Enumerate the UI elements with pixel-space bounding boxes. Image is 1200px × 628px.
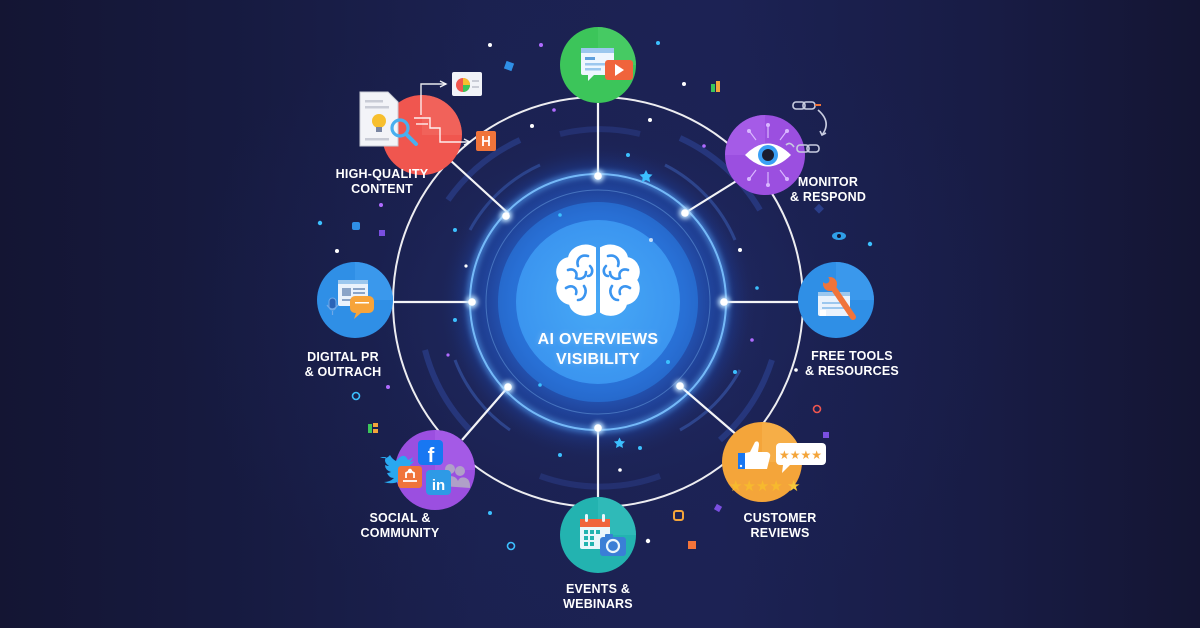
spoke-dots <box>466 170 730 434</box>
label-social-community: SOCIAL & COMMUNITY <box>360 511 440 540</box>
wrench-icon <box>818 276 856 320</box>
confetti-particles <box>317 41 873 551</box>
node-free-tools[interactable] <box>798 262 874 338</box>
node-digital-pr[interactable] <box>317 262 393 338</box>
svg-text:★★★★: ★★★★ <box>729 477 783 495</box>
center-title-line2: VISIBILITY <box>556 351 640 368</box>
label-events-webinars: EVENTS & WEBINARS <box>563 582 633 611</box>
node-customer-reviews[interactable]: ★★★★ ★★★★ ★ <box>722 422 826 502</box>
video-chat-icon <box>581 48 633 81</box>
press-chat-icon <box>326 280 374 319</box>
thumbs-up-stars-icon: ★★★★ ★★★★ ★ <box>729 441 826 495</box>
node-events-webinars[interactable] <box>560 497 636 573</box>
label-customer-reviews: CUSTOMER REVIEWS <box>743 511 817 540</box>
label-free-tools: FREE TOOLS & RESOURCES <box>805 349 899 378</box>
brain-icon <box>556 244 640 316</box>
eye-icon <box>745 123 791 187</box>
node-social-community[interactable]: f in <box>380 430 475 510</box>
document-search-icon <box>359 72 496 151</box>
label-monitor-respond: MONITOR & RESPOND <box>789 175 867 204</box>
linkedin-icon <box>426 470 451 495</box>
center-disc <box>516 220 680 384</box>
node-video-content[interactable] <box>560 27 636 103</box>
facebook-icon <box>418 440 443 465</box>
spokes <box>393 103 798 497</box>
label-digital-pr: DIGITAL PR & OUTRACH <box>304 350 382 379</box>
center-title: AI OVERVIEWS VISIBILITY <box>538 330 659 370</box>
social-media-icon: f in <box>380 440 470 495</box>
svg-text:in: in <box>432 477 445 494</box>
label-high-quality-content: HIGH-QUALITY CONTENT <box>335 167 429 196</box>
svg-text:f: f <box>428 445 435 467</box>
link-cycle-icon <box>785 101 827 153</box>
tech-arcs <box>422 126 775 490</box>
calendar-camera-icon <box>580 514 626 556</box>
svg-text:★★★★: ★★★★ <box>779 448 822 462</box>
center-title-line1: AI OVERVIEWS <box>537 331 659 348</box>
node-monitor-respond[interactable] <box>725 101 827 195</box>
node-high-quality-content[interactable] <box>359 72 496 175</box>
svg-text:★: ★ <box>787 477 800 495</box>
